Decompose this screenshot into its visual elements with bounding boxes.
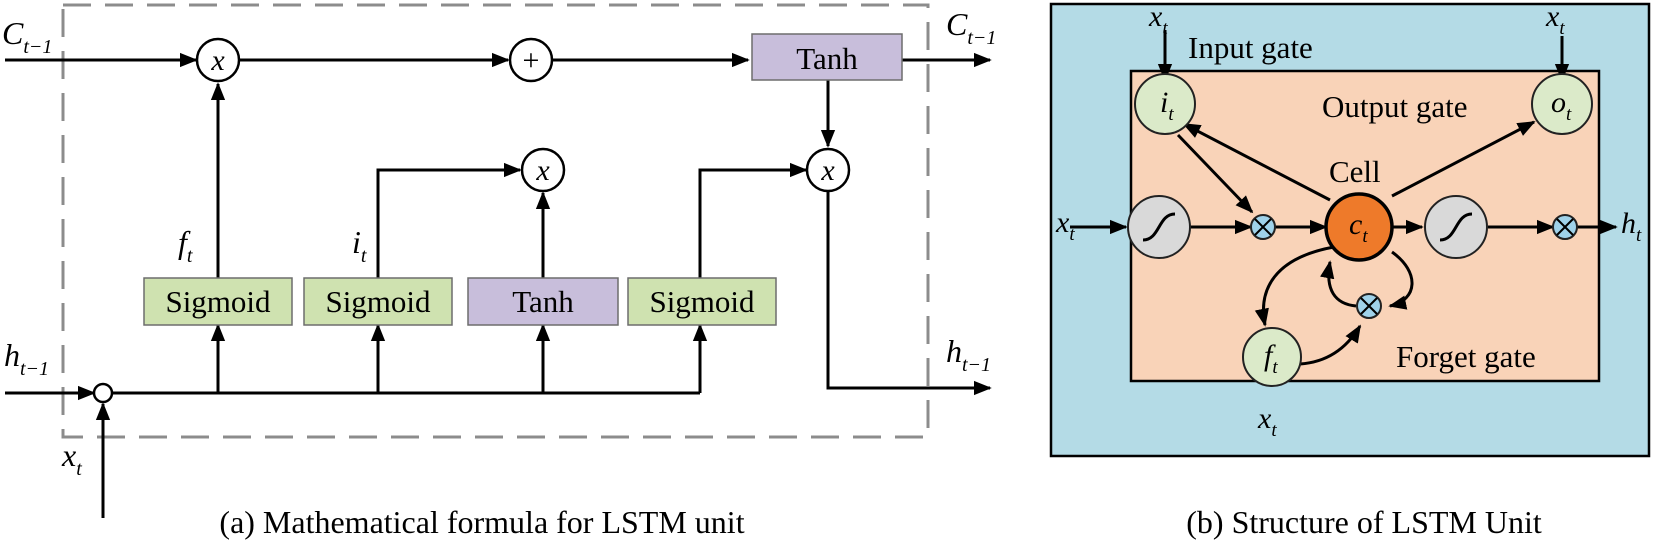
tanh-mid-label: Tanh <box>512 284 574 319</box>
multiply-input-node <box>1250 214 1276 240</box>
concat-node <box>92 382 114 404</box>
cell-to-forget-gate-curve <box>1254 245 1335 327</box>
input-gate-symbol: it <box>1160 86 1174 125</box>
sigmoid-2-block <box>303 277 453 326</box>
multiply-output-node <box>1552 214 1578 240</box>
forget-gate-to-mul-curve <box>1299 324 1362 366</box>
multiply-output-op <box>805 147 851 193</box>
input-gate-node <box>1134 73 1196 135</box>
cell-to-input-gate-line <box>1182 122 1331 202</box>
output-gate-symbol: ot <box>1551 86 1572 125</box>
x-left-label: xt <box>1055 206 1075 245</box>
output-gate-node <box>1531 73 1593 135</box>
sigmoid-2-label: Sigmoid <box>325 284 431 319</box>
cell-to-output-gate-line <box>1391 120 1536 198</box>
forget-mul-to-cell-curve <box>1320 260 1357 308</box>
x-in-label: xt <box>61 437 82 480</box>
tanh-mid-block <box>467 277 619 326</box>
sigmoid-1-block <box>143 277 293 326</box>
multiply-input-op <box>520 147 566 193</box>
input-gate-to-mul-line <box>1176 133 1254 214</box>
x-bottom-label: xt <box>1257 402 1277 441</box>
input-gate-line <box>376 162 522 278</box>
tanh-top-label: Tanh <box>796 41 858 76</box>
h-in-label: ht−1 <box>4 337 49 380</box>
output-gate-line <box>698 162 808 278</box>
add-op <box>508 37 554 83</box>
cell-symbol: ct <box>1349 208 1368 247</box>
sigmoid-curve-icon <box>1439 212 1473 242</box>
sigmoid-3-block <box>627 277 777 326</box>
lstm-unit-boundary <box>61 3 930 439</box>
ft-label: ft <box>178 224 193 267</box>
x-top-right-label: xt <box>1545 0 1565 39</box>
multiply-input-symbol: x <box>535 154 550 187</box>
cell-to-forget-mul-curve <box>1388 250 1414 310</box>
it-label: it <box>352 224 367 267</box>
cell-node <box>1324 192 1394 262</box>
multiply-forget-op <box>195 37 241 83</box>
tanh-top-block <box>751 33 903 81</box>
sigmoid-3-label: Sigmoid <box>649 284 755 319</box>
c-in-label: Ct−1 <box>2 15 52 58</box>
c-out-label: Ct−1 <box>946 6 996 49</box>
add-symbol: + <box>523 44 540 77</box>
panel-b: it ot ct ft Input gate Output gate <box>1049 0 1651 540</box>
sigmoid-1-label: Sigmoid <box>165 284 271 319</box>
panel-a-caption: (a) Mathematical formula for LSTM unit <box>219 504 744 540</box>
multiply-forget-symbol: x <box>210 44 225 77</box>
output-gate-label: Output gate <box>1322 89 1468 124</box>
multiply-output-symbol: x <box>820 154 835 187</box>
h-out-label-b: ht <box>1621 207 1642 246</box>
input-gate-label: Input gate <box>1188 30 1313 65</box>
panel-b-caption: (b) Structure of LSTM Unit <box>1186 504 1542 540</box>
x-top-left-label: xt <box>1148 0 1168 39</box>
hidden-out-line <box>826 192 992 396</box>
multiply-forget-node <box>1356 293 1382 319</box>
forget-gate-label: Forget gate <box>1396 339 1536 374</box>
panel-a: x + x x Tanh Sigmoid Sigmoid Tanh Sigmoi… <box>2 3 996 540</box>
cell-label: Cell <box>1329 154 1381 189</box>
forget-gate-node <box>1242 327 1302 387</box>
sigmoid-curve-icon <box>1142 212 1176 242</box>
h-out-label: ht−1 <box>946 333 991 376</box>
